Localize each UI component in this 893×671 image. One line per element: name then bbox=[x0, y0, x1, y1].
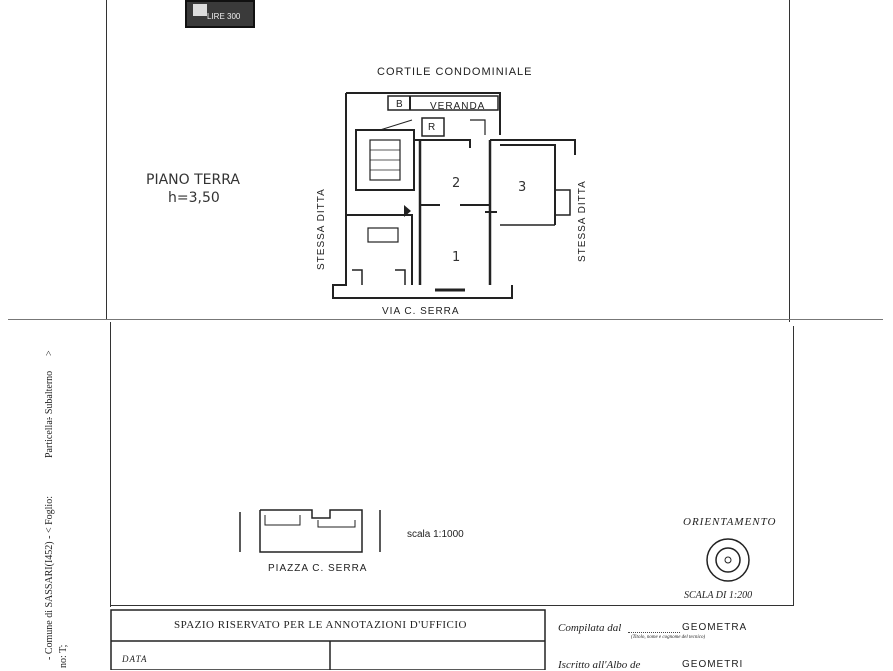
floor-height: h=3,50 bbox=[168, 190, 220, 206]
room-1-label: 1 bbox=[452, 250, 461, 265]
veranda-label: VERANDA bbox=[430, 101, 486, 112]
orientation-title: ORIENTAMENTO bbox=[683, 516, 777, 528]
room-3-label: 3 bbox=[518, 180, 527, 195]
side-text-arrow: > bbox=[44, 350, 55, 356]
b-label: B bbox=[396, 99, 404, 110]
scale-small: scala 1:1000 bbox=[407, 529, 464, 540]
office-box-data-label: DATA bbox=[122, 654, 148, 664]
frame-bottom bbox=[110, 605, 794, 606]
room-2-label: 2 bbox=[452, 176, 461, 191]
revenue-stamp: LIRE 300 bbox=[185, 0, 255, 28]
compilata-value: GEOMETRA bbox=[682, 622, 748, 633]
iscritto-label: Iscritto all'Albo de bbox=[558, 659, 641, 671]
frame-right-top bbox=[789, 0, 790, 322]
r-label: R bbox=[428, 122, 437, 133]
square-label: PIAZZA C. SERRA bbox=[268, 563, 368, 574]
fold-line bbox=[8, 319, 883, 320]
frame-left-top bbox=[106, 0, 107, 320]
courtyard-label: CORTILE CONDOMINIALE bbox=[377, 66, 533, 78]
floor-title: PIANO TERRA bbox=[146, 172, 240, 188]
compilata-hint: (Titolo, nome e cognome del tecnico) bbox=[631, 635, 706, 640]
side-text-comune: - Comune di SASSARI(I452) - < Foglio: bbox=[44, 496, 55, 660]
left-side-label: STESSA DITTA bbox=[316, 188, 327, 270]
right-side-label: STESSA DITTA bbox=[577, 180, 588, 262]
side-text-subalterno: - Subalterno bbox=[44, 370, 55, 420]
side-text-partial: no: T; bbox=[58, 644, 69, 668]
stamp-inner-mark bbox=[193, 4, 207, 16]
stamp-text: LIRE 300 bbox=[207, 12, 241, 21]
iscritto-value: GEOMETRI bbox=[682, 659, 744, 670]
side-text-particella: Particella: bbox=[44, 417, 55, 458]
frame-left-bottom bbox=[110, 322, 111, 607]
frame-right-bottom bbox=[793, 326, 794, 606]
orientation-scale: SCALA DI 1:200 bbox=[684, 590, 753, 601]
compilata-dots bbox=[628, 632, 680, 633]
street-label: VIA C. SERRA bbox=[382, 306, 460, 317]
compilata-label: Compilata dal bbox=[558, 622, 622, 634]
office-box-title: SPAZIO RISERVATO PER LE ANNOTAZIONI D'UF… bbox=[174, 619, 467, 631]
